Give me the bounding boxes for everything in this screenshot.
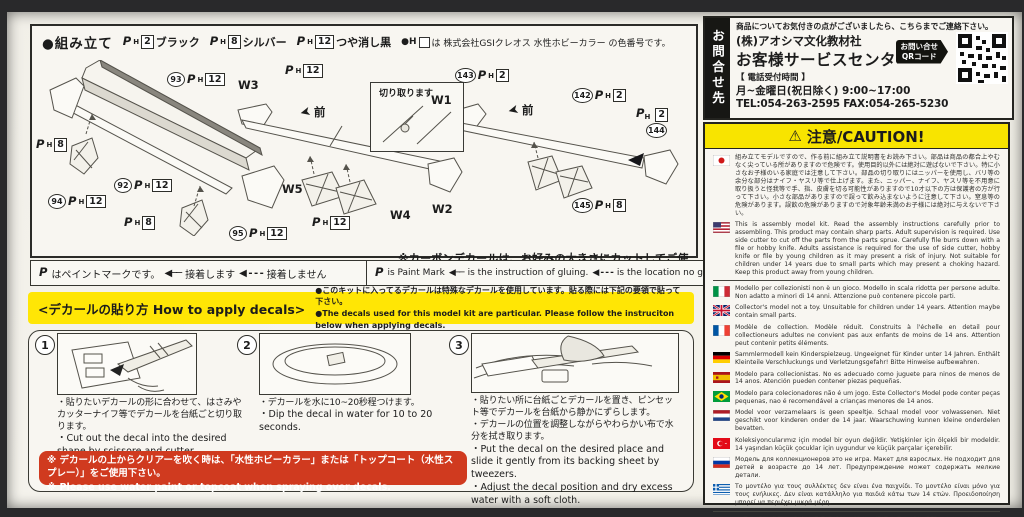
italy-flag-icon xyxy=(713,286,730,298)
company-name: (株)アオシマ文化教材社 xyxy=(736,34,862,48)
step3-illustration xyxy=(471,333,679,393)
part-label-w5: W5 xyxy=(282,182,303,196)
caution-entry-netherlands: Model voor verzamelaars is geen speeltje… xyxy=(713,409,1000,433)
netherlands-flag-icon xyxy=(713,410,730,422)
front-direction-label: ➤ 前 xyxy=(506,101,534,119)
qr-code xyxy=(956,32,1008,84)
cut-out-label: 切り取ります xyxy=(379,89,434,99)
front-direction-label: ➤ 前 xyxy=(298,103,326,121)
front-direction-arrow-icon: ➤ xyxy=(506,101,521,119)
brazil-flag-icon xyxy=(713,390,730,402)
decal-howto-notes: ●このキットに入ってるデカールは特殊なデカールを使用しています。貼る際には下記の… xyxy=(315,285,681,330)
greece-flag-icon xyxy=(713,484,730,496)
step3-text: ・貼りたい所に台紙ごとデカールを置き、ピンセット等でデカールを台紙から静かにずら… xyxy=(471,396,674,506)
no-glue-arrow-icon: ◀ - - - xyxy=(239,267,264,279)
caution-entry-spain: Modelo para collecionistas. No es adecua… xyxy=(713,371,1000,387)
part-label-w1: W1 xyxy=(431,93,452,107)
contact-side-label: お問合せ先 xyxy=(705,18,730,118)
color-number-box-icon xyxy=(418,36,430,48)
step-number: 1 xyxy=(35,335,55,355)
hours-label: 【 電話受付時間 】 xyxy=(736,73,810,83)
russia-flag-icon xyxy=(713,456,730,468)
decal-howto-banner: <デカールの貼り方 How to apply decals> ●このキットに入っ… xyxy=(28,286,694,330)
caution-entry-usa: This is assembly model kit. Read the ass… xyxy=(713,221,1000,277)
tel-fax: TEL:054-263-2595 FAX:054-265-5230 xyxy=(736,98,949,110)
warning-triangle-icon: ⚠ xyxy=(788,127,802,145)
part-label-w2: W2 xyxy=(432,202,453,216)
hours-value: 月~金曜日(祝日除く) 9:00~17:00 xyxy=(736,85,911,97)
caution-entry-turkey: Koleksiyoncularımız için model bir oyun … xyxy=(713,437,1000,453)
decal-steps-section: 1 ・貼りたいデカールの形に合わせて、はさみやカッターナイフ等でデカールを台紙ご… xyxy=(28,330,694,506)
caution-section: ⚠ 注意/CAUTION! 組み立てモデルですので、作る前に組み立て説明書をお読… xyxy=(703,122,1010,517)
service-center-name: お客様サービスセンター xyxy=(736,51,913,69)
divider xyxy=(713,510,1000,512)
step1-text: ・貼りたいデカールの形に合わせて、はさみやカッターナイフ等でデカールを台紙ごと切… xyxy=(57,398,242,457)
usa-flag-icon xyxy=(713,222,730,233)
caution-entry-brazil: Modelo para colecionadores não é um jogo… xyxy=(713,390,1000,406)
decal-howto-title: <デカールの貼り方 How to apply decals> xyxy=(38,301,306,317)
part-label-w4: W4 xyxy=(390,208,411,222)
part-label-w3: W3 xyxy=(238,78,259,92)
caution-entry-uk: Collector's model not a toy. Unsuitable … xyxy=(713,304,1000,320)
caution-entry-russia: Модель для коллекционеров это не игра. М… xyxy=(713,456,1000,480)
step2-text: ・デカールを水に10~20秒程つけます。 ・Dip the decal in w… xyxy=(259,398,433,433)
step-number: 2 xyxy=(237,335,257,355)
divider xyxy=(713,280,1000,282)
front-direction-arrow-icon: ➤ xyxy=(298,103,313,121)
caution-entry-germany: Sammlermodell kein Kinderspielzeug. Unge… xyxy=(713,351,1000,367)
caution-entry-france: Modèle de collection. Modèle réduit. Con… xyxy=(713,324,1000,348)
qr-badge: お問い合せ QRコード xyxy=(895,40,948,64)
assembly-title: ●組み立て xyxy=(42,36,113,52)
spain-flag-icon xyxy=(713,371,730,383)
step1-illustration xyxy=(57,333,197,395)
sprue-cut-illustration xyxy=(382,105,452,145)
caution-entry-greece: Το μοντέλο για τους συλλέκτες δεν είναι … xyxy=(713,483,1000,507)
topcoat-warning-note: ※ デカールの上からクリアーを吹く時は、「水性ホビーカラー」または「トップコート… xyxy=(39,451,467,493)
japan-flag-icon xyxy=(713,155,730,166)
cut-out-inset: 切り取ります W1 xyxy=(370,82,464,152)
caution-header: ⚠ 注意/CAUTION! xyxy=(705,124,1008,149)
uk-flag-icon xyxy=(713,305,730,317)
no-glue-arrow-icon: ◀ - - - xyxy=(592,268,614,278)
caution-entry-italy: Modello per collezionisti non è un gioco… xyxy=(713,285,1000,301)
part-label-144: PH 2 144 xyxy=(636,102,669,138)
caution-title: 注意/CAUTION! xyxy=(806,127,925,146)
glue-arrow-icon: ◀── xyxy=(164,267,182,279)
france-flag-icon xyxy=(713,324,730,336)
step-number: 3 xyxy=(449,335,469,355)
step2-illustration xyxy=(259,333,411,395)
contact-section: お問合せ先 商品についてお気付きの点がございましたら、こちらまでご連絡下さい。 … xyxy=(703,16,1014,120)
wing-assembly-diagram xyxy=(49,60,679,236)
contact-notice: 商品についてお気付きの点がございましたら、こちらまでご連絡下さい。 xyxy=(736,22,993,31)
germany-flag-icon xyxy=(713,352,730,364)
turkey-flag-icon xyxy=(713,437,730,449)
caution-entry-japan: 組み立てモデルですので、作る前に組み立て説明書をお読み下さい。部品は商品の都合上… xyxy=(713,154,1000,218)
glue-arrow-icon: ◀── xyxy=(448,268,465,278)
